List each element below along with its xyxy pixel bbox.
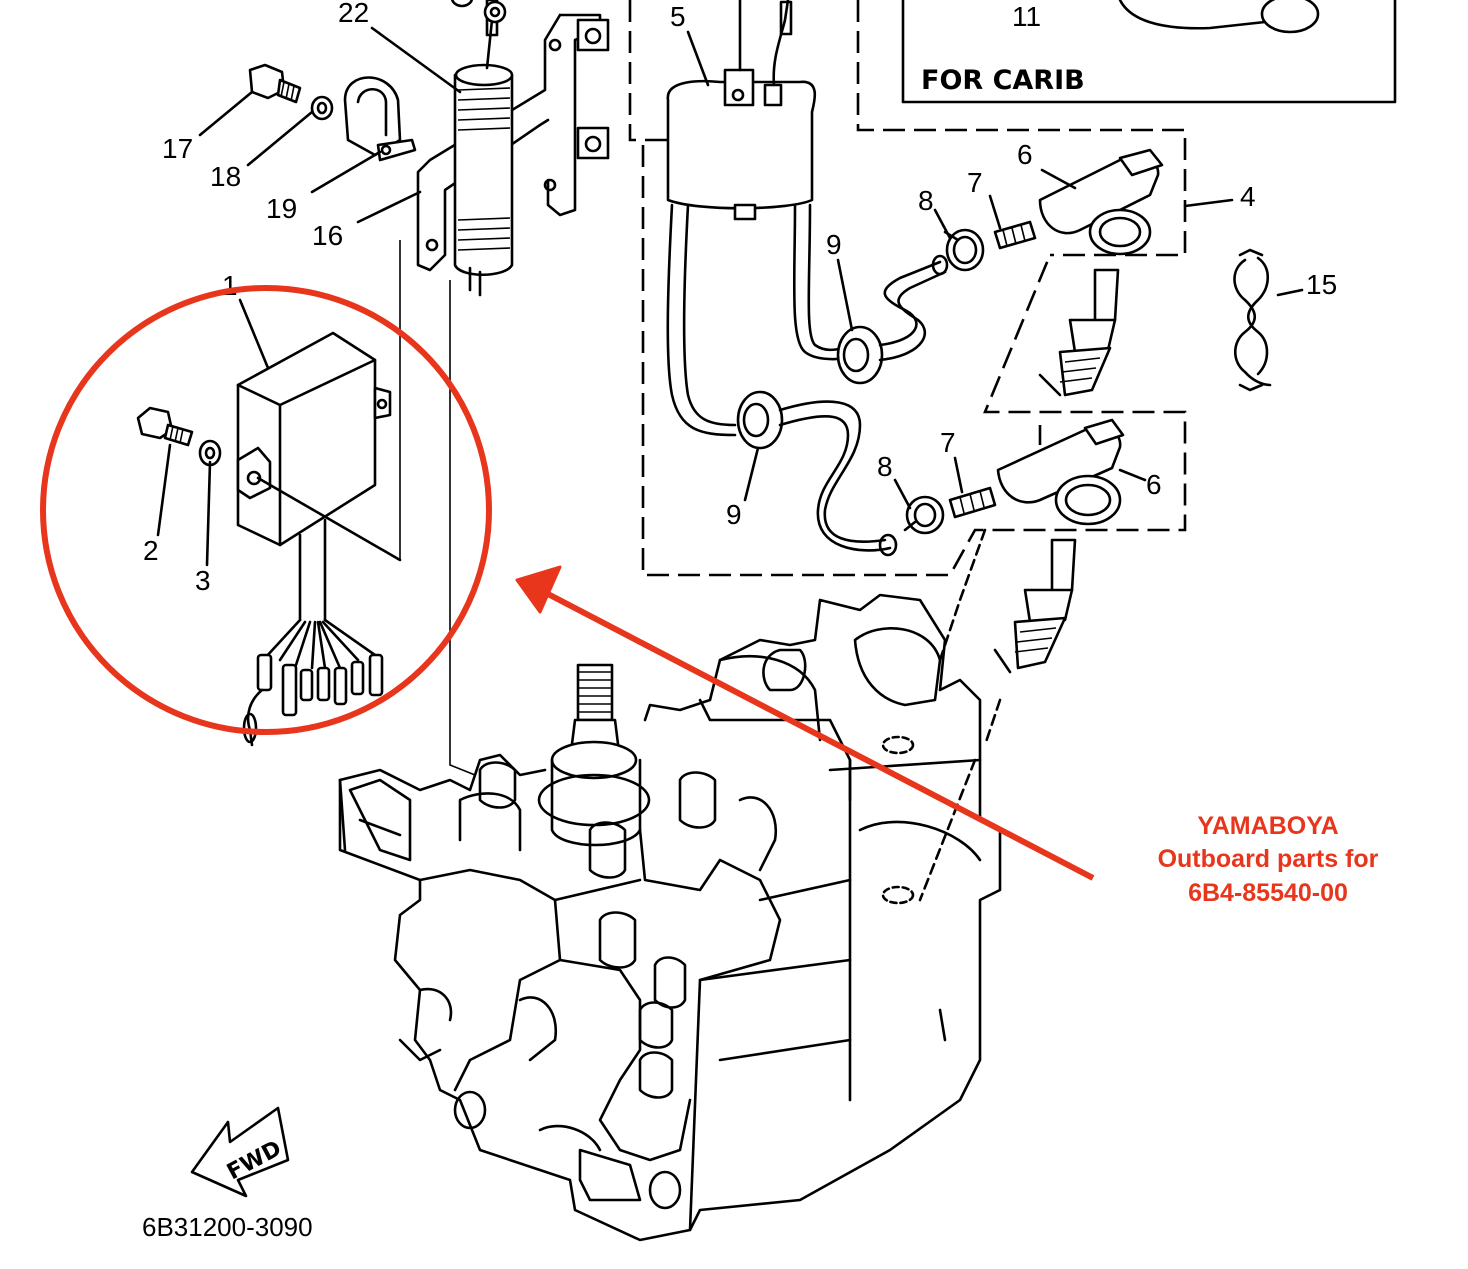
wire-clip	[1233, 248, 1272, 392]
part-label: 9	[826, 229, 842, 260]
leader-lines	[156, 26, 1304, 567]
cdi-fasteners	[136, 406, 222, 467]
part-labels: 22 17 18 19 16 1 2 3 5 11 6 7 8 4 9 15 9…	[143, 0, 1337, 596]
carib-inset-title: FOR CARIB	[921, 65, 1085, 96]
annotation-line-1: YAMABOYA	[1197, 812, 1338, 840]
part-label: 17	[162, 133, 193, 164]
carib-inset-cap-lead	[1118, 0, 1267, 30]
highlight-overlay: YAMABOYA Outboard parts for 6B4-85540-00	[40, 285, 1379, 907]
part-label: 7	[940, 427, 956, 458]
annotation-line-2: Outboard parts for	[1158, 845, 1379, 873]
part-label: 3	[195, 565, 211, 596]
part-label: 11	[1012, 1, 1041, 32]
part-label: 15	[1306, 269, 1337, 300]
carib-inset: FOR CARIB	[856, 0, 1397, 257]
part-label: 22	[338, 0, 369, 28]
part-label: 9	[726, 499, 742, 530]
carib-inset-box	[901, 0, 1397, 104]
drawing-code: 6B31200-3090	[142, 1212, 313, 1242]
highlight-arrow-head	[515, 565, 562, 614]
plug-cap-lower	[903, 418, 1125, 535]
upper-fasteners	[248, 0, 507, 162]
part-label: 7	[967, 167, 983, 198]
part-label: 8	[918, 185, 934, 216]
spark-plug-upper	[1038, 268, 1120, 397]
solenoid-coil	[453, 0, 514, 297]
part-label: 8	[877, 451, 893, 482]
cdi-unit	[236, 331, 402, 747]
part-label: 2	[143, 535, 159, 566]
spark-plug-lower	[993, 538, 1077, 674]
annotation-line-3: 6B4-85540-00	[1188, 879, 1348, 907]
highlight-arrow-shaft	[546, 591, 1095, 881]
highlight-circle	[40, 285, 492, 735]
ignition-coil	[666, 0, 949, 557]
part-label: 6	[1017, 139, 1033, 170]
engine-block	[338, 240, 1002, 1242]
part-label: 5	[670, 1, 686, 32]
part-label: 1	[222, 270, 238, 301]
part-label: 19	[266, 193, 297, 224]
fwd-arrow: FWD	[190, 1106, 290, 1198]
part-label: 18	[210, 161, 241, 192]
part-label: 16	[312, 220, 343, 251]
part-label: 6	[1146, 469, 1162, 500]
plug-cap-upper	[943, 148, 1164, 272]
part-label: 4	[1240, 181, 1256, 212]
